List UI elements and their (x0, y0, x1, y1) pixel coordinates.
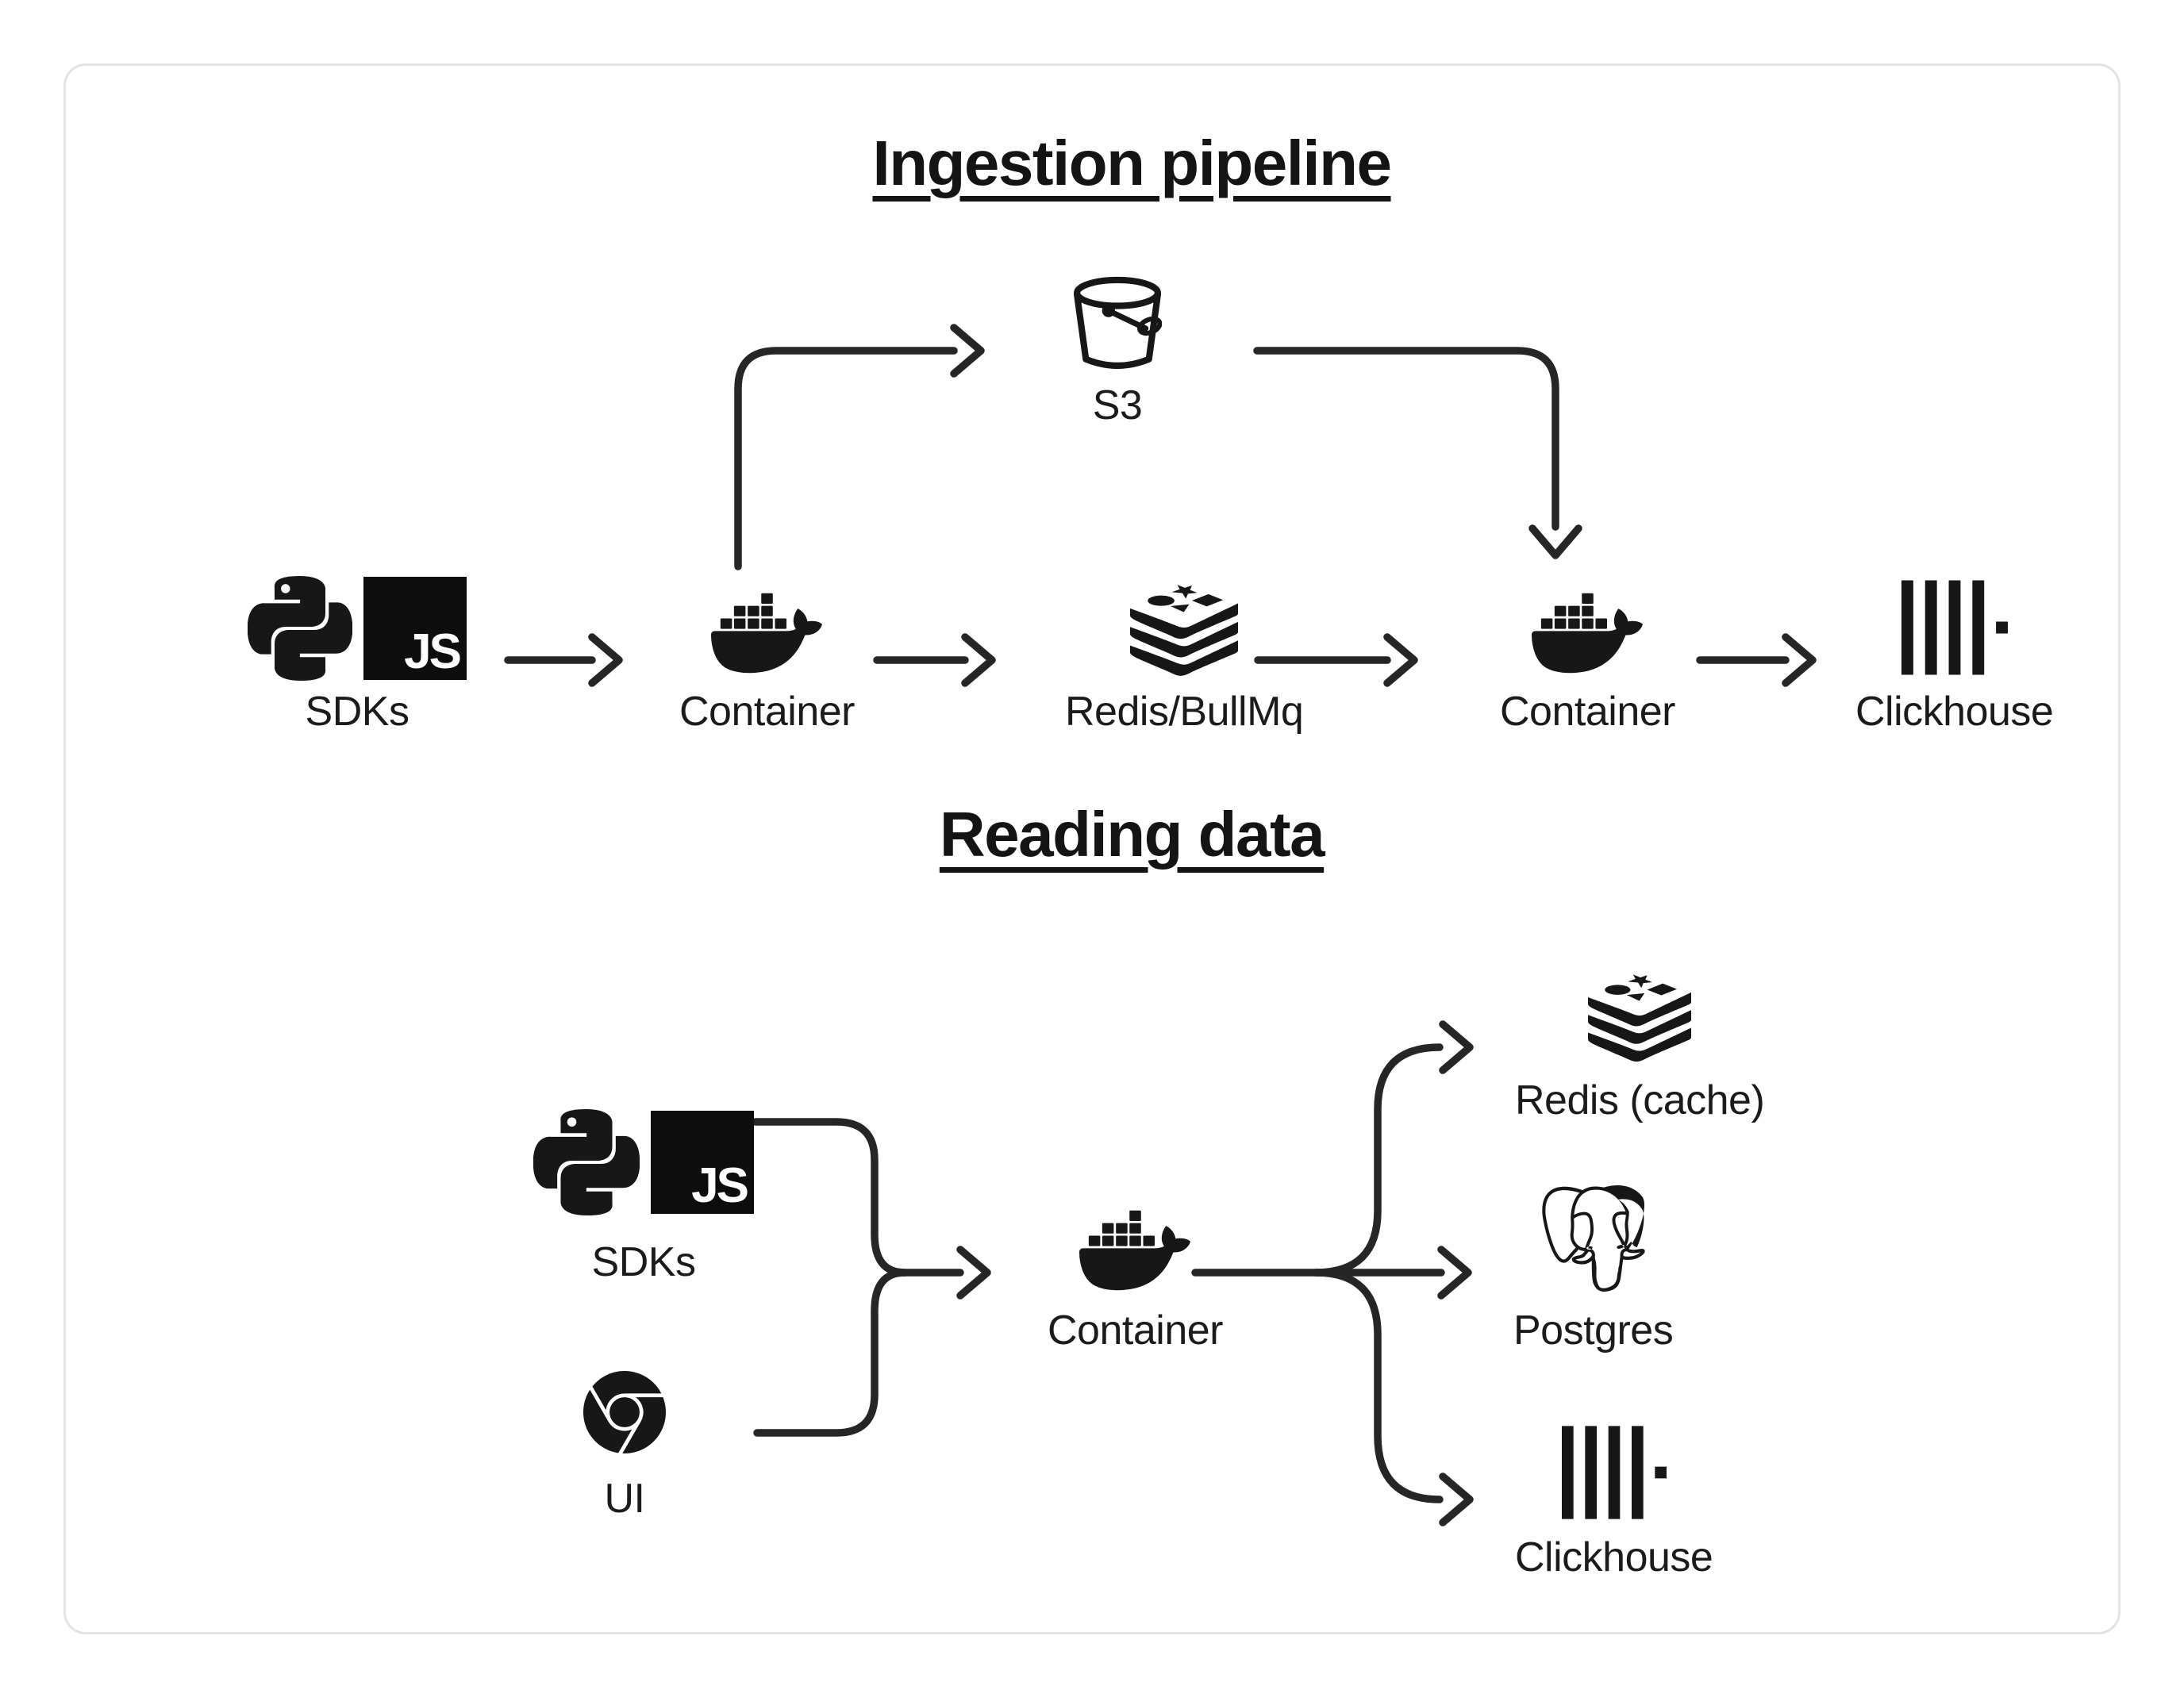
node-container-2: Container (1500, 578, 1675, 736)
docker-icon (711, 593, 823, 674)
sdks-icons: JS (248, 576, 467, 681)
node-s3: S3 (1073, 275, 1162, 430)
edge-line (1312, 1043, 1444, 1277)
chrome-icon (583, 1371, 666, 1453)
edge-container-rediscache (1312, 1020, 1474, 1277)
node-container-reading: Container (1048, 1195, 1223, 1355)
edge-container1-s3 (734, 324, 985, 570)
reading-title: Reading data (939, 799, 1325, 870)
node-postgres: Postgres (1513, 1185, 1674, 1355)
node-label: Redis/BullMq (1065, 689, 1304, 735)
docker-icon (1532, 593, 1644, 674)
diagram-card (63, 63, 2121, 1634)
arrowhead-right-icon (950, 324, 985, 378)
edge-line (752, 1118, 909, 1277)
node-label: Container (679, 689, 855, 735)
ingestion-title: Ingestion pipeline (872, 128, 1392, 198)
node-clickhouse-ingestion: Clickhouse (1855, 574, 2054, 736)
node-redis-cache: Redis (cache) (1515, 963, 1765, 1125)
js-badge-text: JS (691, 1158, 749, 1213)
s3-bucket-icon (1074, 276, 1162, 369)
python-icon (248, 576, 352, 681)
arrowhead-right-icon (1383, 633, 1418, 687)
arrowhead-right-icon (1439, 1473, 1474, 1526)
javascript-icon: JS (363, 577, 467, 680)
redis-icon (1588, 974, 1692, 1062)
edge-line (1253, 347, 1559, 531)
node-label: SDKs (591, 1239, 696, 1285)
node-ui: UI (583, 1371, 666, 1523)
arrowhead-right-icon (1439, 1020, 1474, 1074)
node-container-1: Container (679, 578, 855, 736)
arrowhead-right-icon (961, 633, 996, 687)
node-label: Container (1048, 1307, 1223, 1354)
arrowhead-right-icon (588, 633, 623, 687)
node-redis-bullmq: Redis/BullMq (1065, 573, 1304, 736)
arrowhead-right-icon (1782, 633, 1817, 687)
edge-sdks-container1 (504, 633, 623, 687)
node-label: Clickhouse (1515, 1534, 1713, 1580)
node-label: SDKs (305, 689, 410, 735)
edge-ui-merge (753, 1269, 909, 1437)
arrowhead-down-icon (1528, 524, 1582, 559)
docker-icon (1079, 1210, 1191, 1291)
clickhouse-icon (1561, 1426, 1667, 1519)
edge-line (753, 1269, 909, 1437)
edge-container1-redis (873, 633, 996, 687)
js-badge-text: JS (404, 624, 462, 679)
python-icon (533, 1109, 640, 1215)
arrowhead-right-icon (1437, 1246, 1472, 1300)
edge-container-clickhouse2 (1312, 1269, 1474, 1526)
node-label: S3 (1092, 382, 1143, 428)
edge-redis-container2 (1254, 633, 1418, 687)
node-clickhouse-reading: Clickhouse (1515, 1420, 1713, 1582)
edge-sdks-merge (752, 1118, 909, 1277)
postgres-icon (1541, 1185, 1645, 1292)
node-sdks-ingestion: JS SDKs (248, 576, 467, 736)
node-label: Container (1500, 689, 1675, 735)
node-label: UI (604, 1476, 646, 1522)
edge-container2-clickhouse (1696, 633, 1817, 687)
redis-icon (1130, 585, 1239, 676)
edge-merge-container (899, 1246, 991, 1300)
edge-line (734, 347, 958, 570)
arrowhead-right-icon (956, 1246, 991, 1300)
clickhouse-icon (1901, 580, 2008, 675)
node-label: Redis (cache) (1515, 1077, 1765, 1123)
javascript-icon: JS (651, 1111, 754, 1214)
sdks-icons: JS (533, 1109, 754, 1215)
node-label: Clickhouse (1855, 689, 2054, 735)
node-label: Postgres (1513, 1307, 1674, 1354)
edge-s3-container2 (1253, 347, 1582, 559)
edge-line (1312, 1269, 1444, 1503)
node-sdks-reading: JS SDKs (533, 1109, 754, 1287)
